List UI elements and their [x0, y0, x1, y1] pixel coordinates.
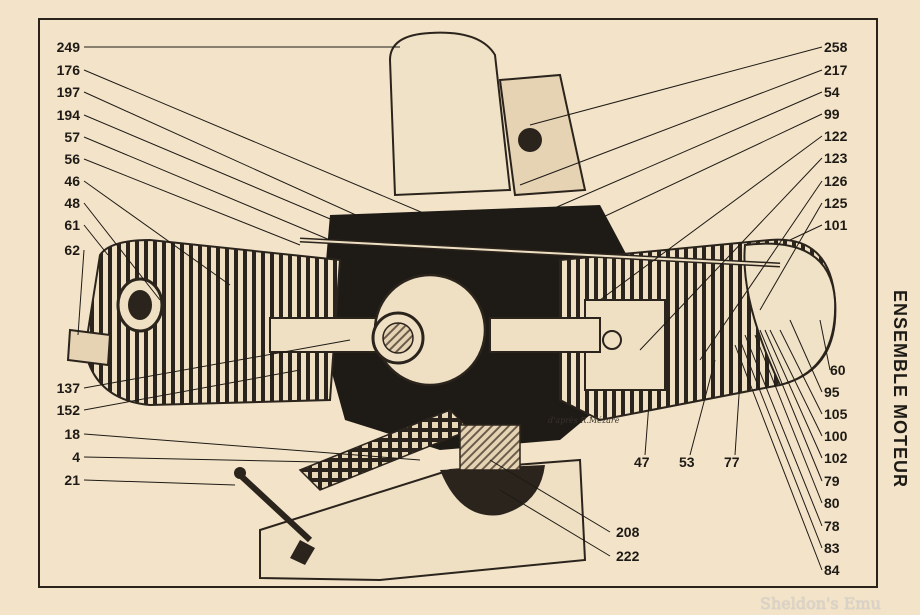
artist-signature: d'après R.Mézare — [548, 416, 620, 425]
callout-label: 48 — [64, 195, 80, 211]
callout-label: 77 — [724, 454, 740, 470]
callout-label: 208 — [616, 524, 640, 540]
callout-label: 100 — [824, 428, 848, 444]
callout-label: 46 — [64, 173, 80, 189]
callout-label: 152 — [56, 402, 80, 418]
callout-label: 99 — [824, 106, 840, 122]
callout-label: 83 — [824, 540, 840, 556]
callout-label: 249 — [56, 39, 80, 55]
callout-label: 101 — [824, 217, 848, 233]
callout-label: 53 — [679, 454, 695, 470]
callout-label: 54 — [824, 84, 840, 100]
callout-label: 78 — [824, 518, 840, 534]
callout-label: 95 — [824, 384, 840, 400]
callout-label: 217 — [824, 62, 848, 78]
callout-label: 137 — [56, 380, 80, 396]
diagram-frame — [38, 18, 878, 588]
callout-label: 102 — [824, 450, 848, 466]
callout-label: 62 — [64, 242, 80, 258]
callout-label: 79 — [824, 473, 840, 489]
callout-label: 57 — [64, 129, 80, 145]
callout-label: 18 — [64, 426, 80, 442]
callout-label: 105 — [824, 406, 848, 422]
callout-label: 4 — [72, 449, 80, 465]
callout-label: 21 — [64, 472, 80, 488]
side-title: ENSEMBLE MOTEUR — [890, 290, 910, 489]
callout-label: 258 — [824, 39, 848, 55]
callout-label: 80 — [824, 495, 840, 511]
callout-label: 125 — [824, 195, 848, 211]
callout-label: 47 — [634, 454, 650, 470]
callout-label: 122 — [824, 128, 848, 144]
callout-label: 123 — [824, 150, 848, 166]
watermark: Sheldon's Emu — [760, 594, 881, 613]
callout-label: 84 — [824, 562, 840, 578]
callout-label: 56 — [64, 151, 80, 167]
callout-label: 60 — [830, 362, 846, 378]
callout-label: 126 — [824, 173, 848, 189]
air-filter-tower — [388, 31, 512, 197]
callout-label: 222 — [616, 548, 640, 564]
callout-label: 197 — [56, 84, 80, 100]
callout-label: 176 — [56, 62, 80, 78]
callout-label: 194 — [56, 107, 80, 123]
callout-label: 61 — [64, 217, 80, 233]
